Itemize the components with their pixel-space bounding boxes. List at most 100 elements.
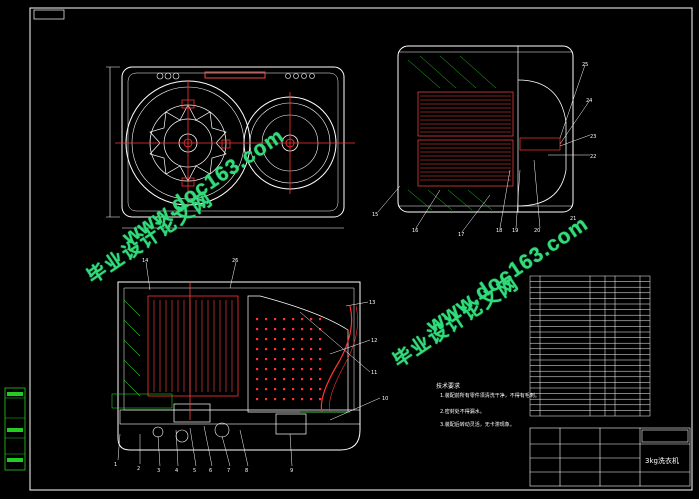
front-section-view	[117, 281, 361, 451]
perforation-dot	[301, 328, 304, 331]
callout-21: 21	[570, 216, 576, 222]
note-1: 1.装配前所有零件须清洗干净，不得有毛刺。	[440, 393, 540, 399]
perforation-dot	[256, 398, 259, 401]
perforation-dot	[319, 358, 322, 361]
perforation-dot	[310, 348, 313, 351]
perforation-dot	[319, 378, 322, 381]
perforation-dot	[292, 328, 295, 331]
perforation-dot	[301, 378, 304, 381]
callout-16: 16	[412, 228, 418, 234]
perforation-dot	[265, 318, 268, 321]
perforation-dot	[265, 398, 268, 401]
perforation-dot	[283, 338, 286, 341]
perforation-dot	[283, 378, 286, 381]
perforation-dot	[292, 398, 295, 401]
perforation-dot	[283, 368, 286, 371]
perforation-dot	[265, 348, 268, 351]
perforation-dot	[310, 378, 313, 381]
note-2: 2.密封处不得漏水。	[440, 409, 485, 415]
perforation-dot	[256, 358, 259, 361]
perforation-dot	[274, 368, 277, 371]
callout-23: 23	[590, 134, 596, 140]
perforation-dot	[310, 388, 313, 391]
perforation-dot	[283, 358, 286, 361]
callout-14: 14	[142, 258, 148, 264]
perforation-dot	[310, 368, 313, 371]
perforation-dot	[274, 388, 277, 391]
perforation-dot	[265, 328, 268, 331]
side-view-leaders	[377, 64, 591, 233]
callout-4: 4	[175, 468, 178, 474]
note-3: 3.装配后转动灵活，无卡滞现象。	[440, 422, 515, 428]
perforation-dot	[301, 368, 304, 371]
notes-title: 技术要求	[436, 383, 461, 390]
perforation-dot	[256, 328, 259, 331]
front-view-hatch	[153, 282, 233, 420]
callout-12: 12	[371, 338, 377, 344]
perforation-dot	[283, 328, 286, 331]
perforation-dot	[301, 318, 304, 321]
callout-24: 24	[586, 98, 592, 104]
callout-6: 6	[209, 468, 212, 474]
frame-tag-box	[33, 9, 65, 20]
callout-1: 1	[114, 462, 117, 468]
perforation-dot	[292, 358, 295, 361]
perforation-dot	[301, 398, 304, 401]
callouts: 1 2 3 4 5 6 7 8 9 10 11 12 13 14 15 16 1…	[114, 62, 596, 474]
drain-hose-outline	[329, 305, 358, 413]
perforation-dot	[301, 358, 304, 361]
perforation-dot	[265, 358, 268, 361]
perforation-dot	[319, 368, 322, 371]
left-margin-strip	[4, 387, 26, 471]
callout-13: 13	[369, 300, 375, 306]
perforation-dot	[274, 338, 277, 341]
callout-7: 7	[227, 468, 230, 474]
front-view-perforation	[256, 318, 322, 401]
perforation-dot	[301, 348, 304, 351]
callout-8: 8	[245, 468, 248, 474]
callout-20: 20	[534, 228, 540, 234]
side-view-green-hatch	[407, 55, 497, 211]
drawing-frame	[29, 7, 693, 491]
perforation-dot	[292, 348, 295, 351]
perforation-dot	[319, 338, 322, 341]
perforation-dot	[310, 328, 313, 331]
callout-2: 2	[137, 466, 140, 472]
perforation-dot	[274, 348, 277, 351]
side-view-hatch	[420, 95, 511, 181]
perforation-dot	[319, 398, 322, 401]
callout-10: 10	[382, 396, 388, 402]
parts-list-table	[529, 275, 651, 417]
side-section-view	[397, 45, 574, 213]
perforation-dot	[292, 338, 295, 341]
callout-3: 3	[157, 468, 160, 474]
callout-19: 19	[512, 228, 518, 234]
front-view-green-hatch	[111, 299, 350, 413]
perforation-dot	[310, 358, 313, 361]
perforation-dot	[319, 388, 322, 391]
perforation-dot	[310, 338, 313, 341]
perforation-dot	[265, 368, 268, 371]
perforation-dot	[283, 398, 286, 401]
callout-26: 26	[232, 258, 238, 264]
perforation-dot	[256, 338, 259, 341]
perforation-dot	[283, 388, 286, 391]
callout-18: 18	[496, 228, 502, 234]
perforation-dot	[292, 378, 295, 381]
perforation-dot	[274, 398, 277, 401]
perforation-dot	[274, 358, 277, 361]
perforation-dot	[274, 328, 277, 331]
callout-11: 11	[371, 370, 377, 376]
perforation-dot	[274, 378, 277, 381]
perforation-dot	[319, 318, 322, 321]
perforation-dot	[301, 388, 304, 391]
perforation-dot	[310, 398, 313, 401]
perforation-dot	[283, 318, 286, 321]
perforation-dot	[256, 348, 259, 351]
perforation-dot	[292, 388, 295, 391]
title-block-product: 3kg洗衣机	[645, 456, 679, 465]
perforation-dot	[301, 338, 304, 341]
top-view	[106, 66, 345, 229]
callout-5: 5	[193, 468, 196, 474]
